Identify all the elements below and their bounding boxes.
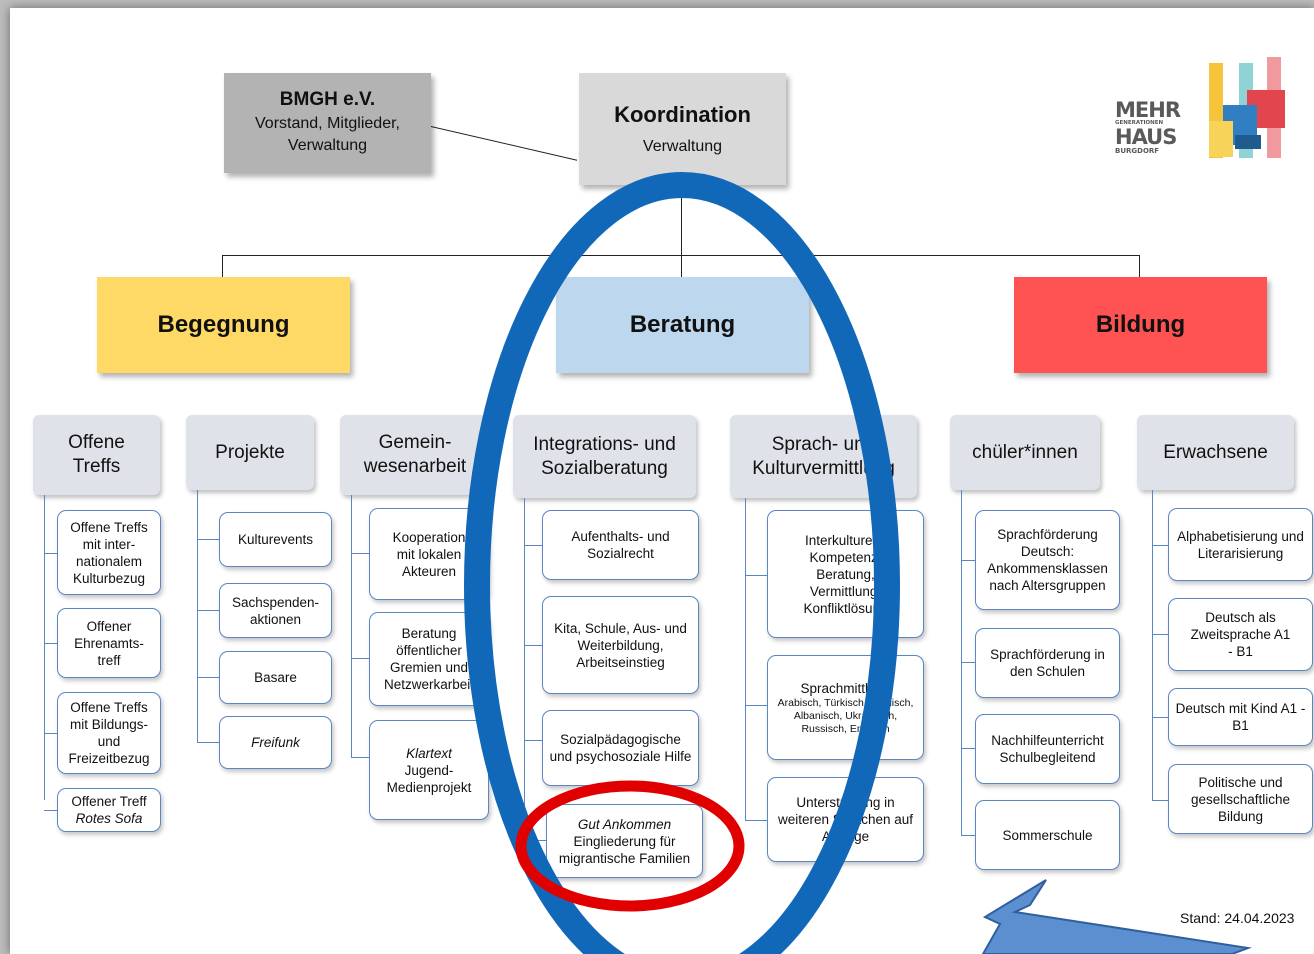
mgh-logo: MEHR GENERATIONEN HAUS BURGDORF: [1115, 55, 1300, 170]
sub-gemeinwesenarbeit: Gemein- wesenarbeit: [340, 415, 490, 495]
category-beratung: Beratung: [556, 277, 809, 373]
leaf-aufenthaltsrecht: Aufenthalts- und Sozialrecht: [542, 510, 699, 580]
connector-line: [222, 255, 1140, 257]
leaf-offene-treffs-bildung: Offene Treffs mit Bildungs- und Freizeit…: [57, 692, 161, 774]
stand-date: Stand: 24.04.2023: [1180, 910, 1295, 926]
leaf-rotes-sofa: Offener Treff Rotes Sofa: [57, 788, 161, 832]
koordination-title: Koordination: [614, 102, 751, 127]
leaf-sprachfoerderung-deutsch: Sprachförderung Deutsch: Ankommensklasse…: [975, 510, 1120, 610]
sub-erwachsene: Erwachsene: [1137, 415, 1294, 490]
leaf-kulturevents: Kulturevents: [219, 512, 332, 567]
leaf-sprachmittlung: Sprachmittlung Arabisch, Türkisch, Kurdi…: [767, 655, 924, 760]
category-begegnung-label: Begegnung: [157, 311, 290, 338]
koordination-box: Koordination Verwaltung: [579, 73, 786, 185]
leaf-sachspendenaktionen: Sachspenden- aktionen: [219, 583, 332, 638]
leaf-kooperation: Kooperation mit lokalen Akteuren: [369, 508, 489, 600]
category-begegnung: Begegnung: [97, 277, 350, 373]
bmgh-box: BMGH e.V. Vorstand, Mitglieder, Verwaltu…: [224, 73, 431, 173]
category-bildung-label: Bildung: [1095, 311, 1186, 338]
sub-sprach-kulturvermittlung: Sprach- und Kulturvermittlung: [730, 415, 917, 498]
sub-schueler: chüler*innen: [950, 415, 1100, 490]
connector-line: [1139, 255, 1141, 277]
leaf-sozialpaedagogik: Sozialpädagogische und psychosoziale Hil…: [542, 710, 699, 786]
connector-line: [681, 185, 683, 277]
logo-text: MEHR GENERATIONEN HAUS BURGDORF: [1115, 98, 1181, 156]
leaf-basare: Basare: [219, 651, 332, 704]
logo-bars: [1209, 57, 1285, 158]
leaf-gut-ankommen: Gut Ankommen Eingliederung für migrantis…: [546, 804, 703, 878]
leaf-weitere-sprachen: Unterstützung in weiteren Sprachen auf A…: [767, 777, 924, 862]
category-bildung: Bildung: [1014, 277, 1267, 373]
sub-offene-treffs: Offene Treffs: [33, 415, 160, 495]
bmgh-subtitle: Vorstand, Mitglieder, Verwaltung: [255, 115, 400, 154]
category-beratung-label: Beratung: [629, 311, 736, 338]
leaf-alphabetisierung: Alphabetisierung und Literarisierung: [1168, 508, 1313, 581]
leaf-klartext: Klartext Jugend- Medienprojekt: [369, 720, 489, 820]
leaf-offene-treffs-international: Offene Treffs mit inter- nationalem Kult…: [57, 510, 161, 595]
leaf-politische-bildung: Politische und gesellschaftliche Bildung: [1168, 764, 1313, 834]
leaf-sprachfoerderung-schulen: Sprachförderung in den Schulen: [975, 628, 1120, 698]
leaf-kita-schule: Kita, Schule, Aus- und Weiterbildung, Ar…: [542, 596, 699, 694]
connector-line: [222, 255, 224, 277]
koordination-subtitle: Verwaltung: [642, 138, 723, 155]
leaf-interkulturelle-kompetenz: Interkulturelle Kompetenz: Beratung, Ver…: [767, 510, 924, 638]
leaf-nachhilfe: Nachhilfeunterricht Schulbegleitend: [975, 714, 1120, 784]
sub-projekte: Projekte: [186, 415, 314, 490]
leaf-daz: Deutsch als Zweitsprache A1 - B1: [1168, 598, 1313, 671]
leaf-sommerschule: Sommerschule: [975, 800, 1120, 870]
bmgh-title: BMGH e.V.: [279, 89, 376, 110]
leaf-freifunk: Freifunk: [219, 716, 332, 769]
leaf-deutsch-mit-kind: Deutsch mit Kind A1 - B1: [1168, 688, 1313, 746]
sub-integrationsberatung: Integrations- und Sozialberatung: [513, 415, 696, 498]
leaf-beratung-gremien: Beratung öffentlicher Gremien und Netzwe…: [369, 612, 489, 706]
leaf-offener-ehrenamtstreff: Offener Ehrenamts- treff: [57, 608, 161, 678]
